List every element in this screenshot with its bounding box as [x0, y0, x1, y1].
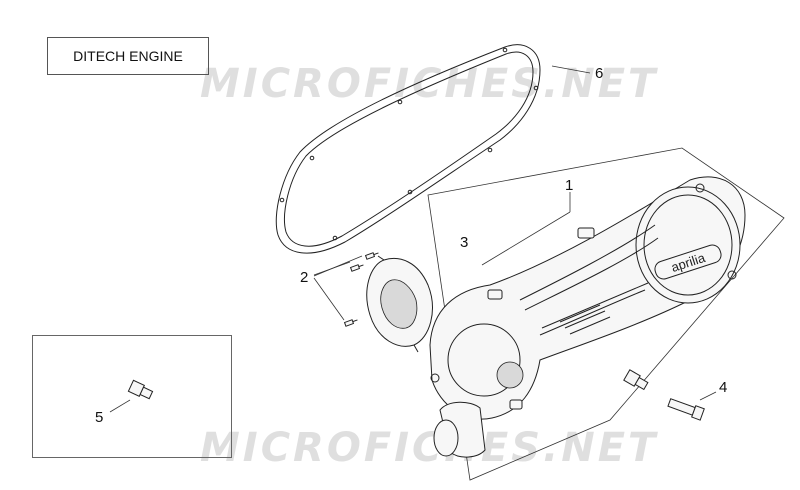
callout-1: 1 — [565, 177, 574, 194]
inset-frame — [32, 335, 232, 458]
callout-6: 6 — [595, 65, 604, 82]
transmission-cover-part-1: aprilia — [429, 176, 746, 458]
callout-2: 2 — [300, 269, 309, 286]
callout-4: 4 — [719, 379, 728, 396]
screws-part-2 — [343, 252, 379, 327]
bolt-part-4 — [623, 369, 705, 421]
diagram-title: DITECH ENGINE — [47, 37, 209, 75]
callout-3: 3 — [460, 234, 469, 251]
cover-plate-part-2 — [366, 255, 433, 353]
dowel-part-5 — [127, 379, 154, 400]
leader-lines — [109, 65, 717, 413]
watermark-bottom: MICROFICHES.NET — [200, 425, 659, 471]
gasket-part — [275, 44, 541, 254]
callout-5: 5 — [95, 409, 104, 426]
